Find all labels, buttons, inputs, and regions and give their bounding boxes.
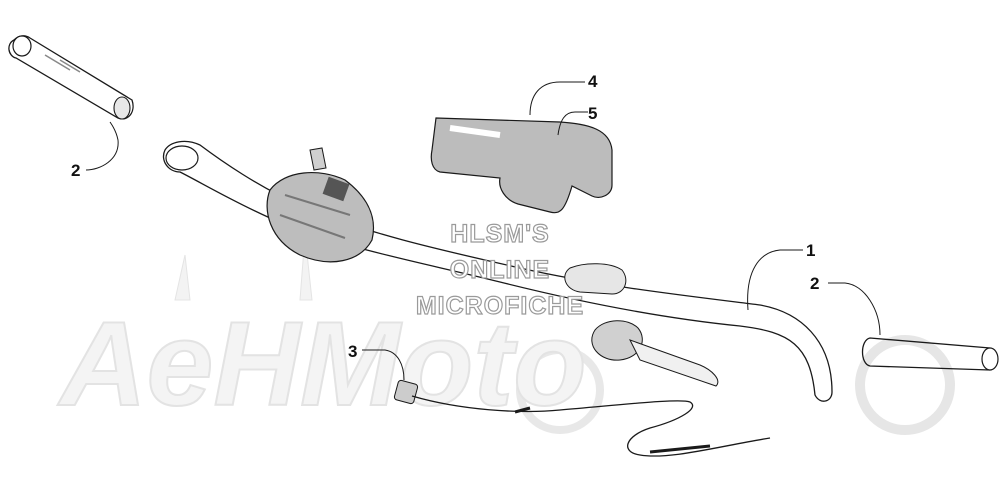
logo-watermark-text: AeHMoto xyxy=(57,297,587,431)
watermark-line-2: ONLINE xyxy=(450,256,550,284)
background-logo-watermark: AeHMoto xyxy=(56,234,955,435)
callout-2-right: 2 xyxy=(810,274,819,293)
bar-pad xyxy=(430,117,613,214)
brake-lever-assembly xyxy=(564,263,719,387)
kill-switch-cable xyxy=(393,379,771,457)
callout-2-left: 2 xyxy=(71,161,80,180)
switch-housing xyxy=(266,147,374,263)
watermark-line-3: MICROFICHE xyxy=(416,292,584,320)
callout-5: 5 xyxy=(588,104,597,123)
leader-lines xyxy=(85,81,881,381)
callout-3: 3 xyxy=(348,342,357,361)
center-watermark: HLSM'S ONLINE MICROFICHE xyxy=(415,219,584,320)
callout-4: 4 xyxy=(588,72,598,91)
left-grip xyxy=(8,35,134,120)
watermark-line-1: HLSM'S xyxy=(450,220,549,248)
right-grip xyxy=(861,337,999,371)
callout-1: 1 xyxy=(806,241,815,260)
